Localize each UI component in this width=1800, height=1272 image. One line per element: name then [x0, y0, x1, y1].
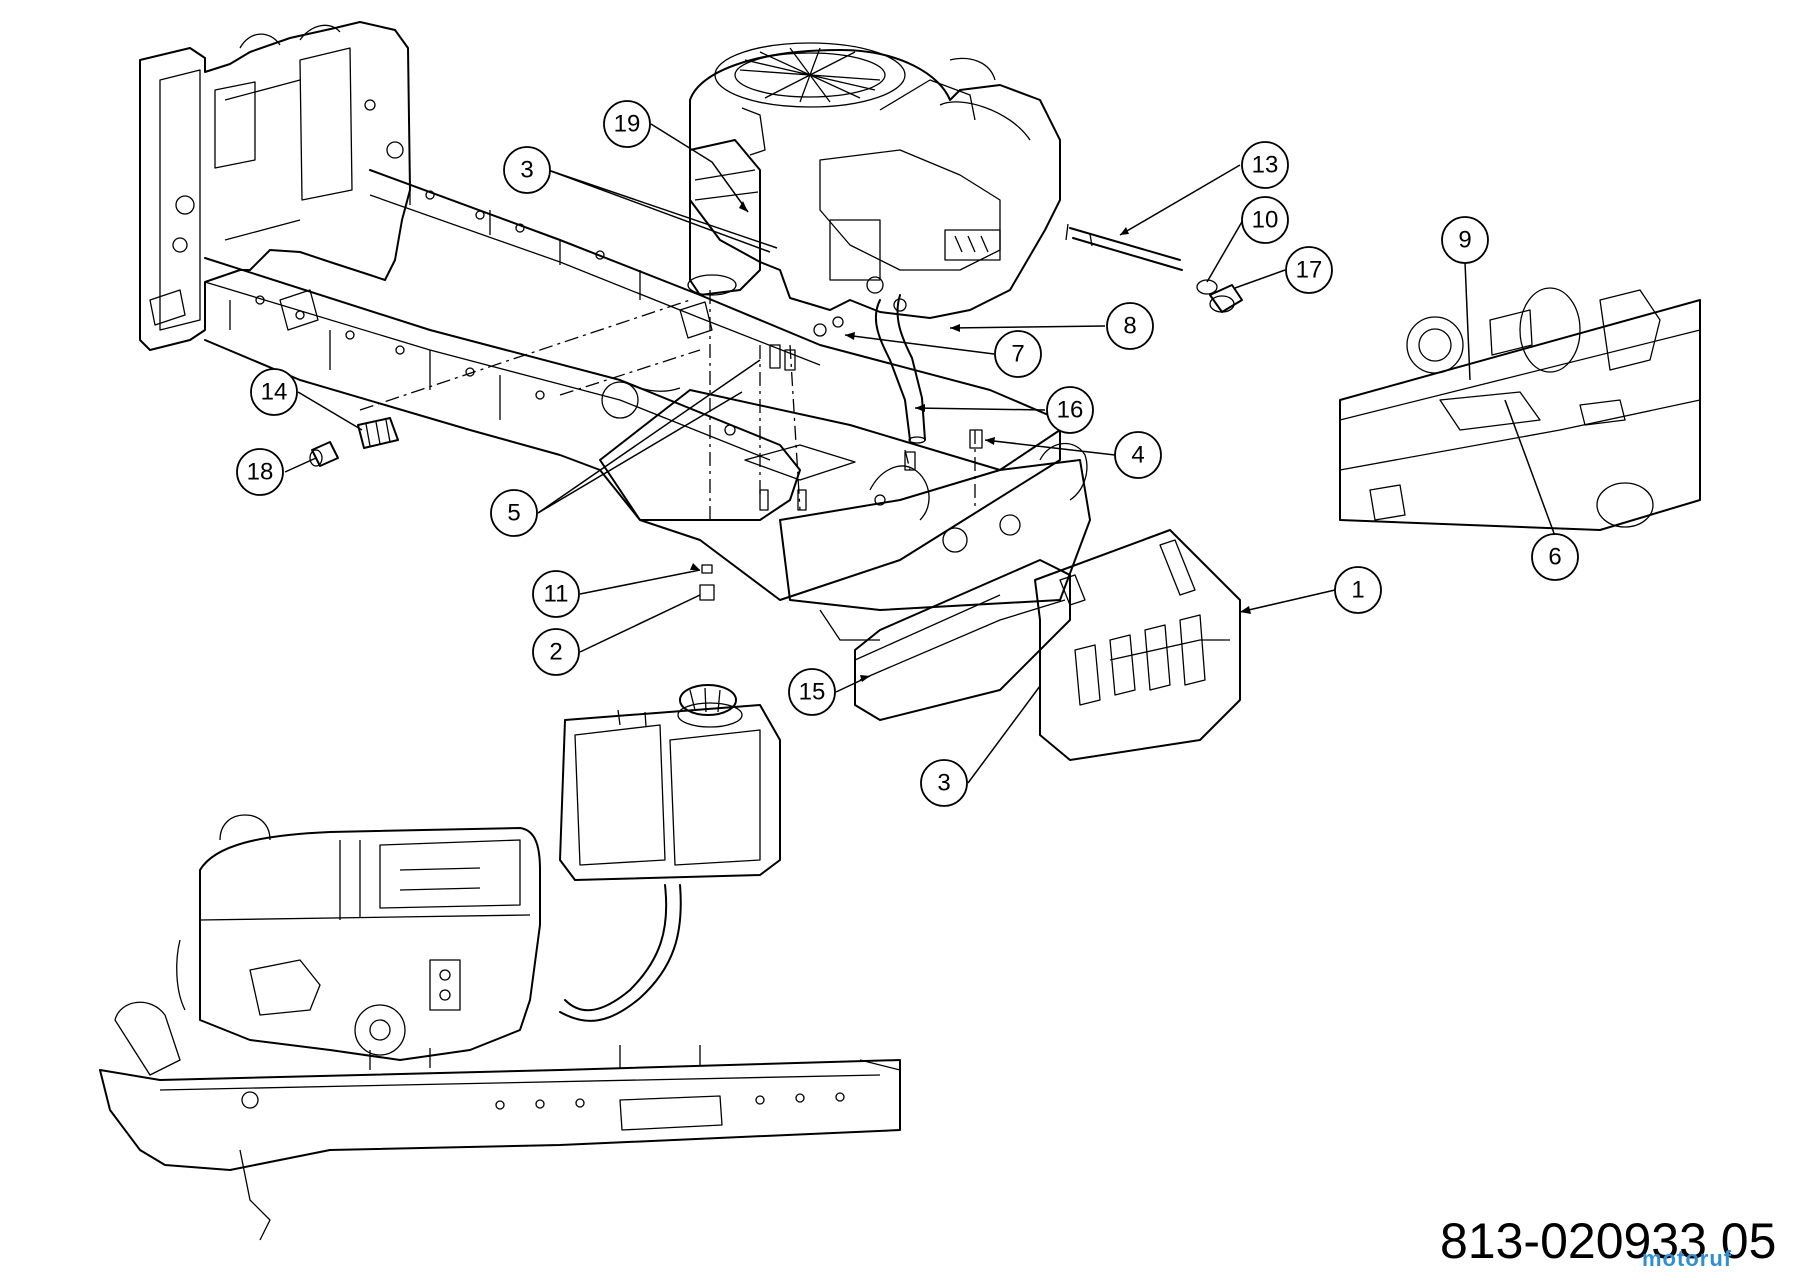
mounting-bolts	[699, 316, 983, 601]
callout-17: 17	[1285, 246, 1333, 294]
svg-text:16: 16	[1057, 397, 1084, 424]
svg-text:9: 9	[1458, 227, 1471, 254]
starter-motor	[687, 107, 766, 296]
lower-frame-rail	[99, 1045, 901, 1241]
svg-text:5: 5	[507, 500, 520, 527]
part-10-washer	[1196, 279, 1218, 295]
part-18-bushing	[309, 441, 339, 467]
svg-text:4: 4	[1131, 442, 1144, 469]
fuel-line	[559, 884, 682, 1022]
rear-frame-plate	[139, 21, 411, 351]
callout-15: 15	[788, 668, 836, 716]
callout-1: 1	[1334, 566, 1382, 614]
callout-4: 4	[1114, 431, 1162, 479]
engine-side-view	[114, 814, 541, 1076]
callout-6: 6	[1531, 533, 1579, 581]
callout-11: 11	[532, 570, 580, 618]
svg-text:13: 13	[1252, 152, 1279, 179]
callout-13: 13	[1241, 141, 1289, 189]
exhaust-pipe	[874, 294, 926, 444]
svg-text:3: 3	[520, 157, 533, 184]
svg-text:17: 17	[1296, 257, 1323, 284]
svg-text:7: 7	[1011, 341, 1024, 368]
fuel-tank	[559, 684, 781, 881]
muffler	[854, 559, 1071, 721]
watermark-logo: motoruf	[1642, 1246, 1733, 1271]
part-14-fitting	[357, 417, 399, 449]
svg-text:15: 15	[799, 679, 826, 706]
svg-text:18: 18	[247, 459, 274, 486]
svg-text:19: 19	[614, 111, 641, 138]
drawing-number: 813-020933 05	[1440, 1213, 1777, 1269]
callout-3-top: 3	[503, 146, 551, 194]
callout-19: 19	[603, 100, 651, 148]
part-13-bolt	[1065, 223, 1183, 271]
svg-text:1: 1	[1351, 577, 1364, 604]
svg-text:3: 3	[937, 770, 950, 797]
callout-8: 8	[1106, 302, 1154, 350]
svg-text:11: 11	[544, 581, 569, 608]
callout-leaders	[284, 123, 1556, 784]
part-17-spacer	[1209, 284, 1243, 313]
alignment-lines	[359, 290, 976, 520]
callout-14: 14	[250, 368, 298, 416]
callout-10: 10	[1241, 196, 1289, 244]
svg-text:10: 10	[1252, 207, 1279, 234]
heat-shield	[1034, 529, 1241, 761]
svg-text:8: 8	[1123, 313, 1136, 340]
callout-5: 5	[490, 489, 538, 537]
callout-7: 7	[994, 330, 1042, 378]
svg-text:14: 14	[261, 379, 288, 406]
callouts: 19 3 13 10 17 9 8 7 16 4 14 18 5 11 2 15…	[236, 100, 1579, 807]
callout-16: 16	[1046, 386, 1094, 434]
front-bracket	[779, 442, 1091, 641]
frame-right-rail	[369, 169, 1061, 441]
engine-deck-plate	[599, 379, 1061, 601]
callout-9: 9	[1441, 216, 1489, 264]
callout-18: 18	[236, 448, 284, 496]
callout-2: 2	[532, 628, 580, 676]
callout-3-bottom: 3	[920, 759, 968, 807]
engine	[689, 42, 1061, 319]
detail-inset	[1339, 287, 1701, 531]
leader-arrowheads	[690, 201, 1251, 682]
svg-text:2: 2	[549, 639, 562, 666]
svg-text:6: 6	[1548, 544, 1561, 571]
